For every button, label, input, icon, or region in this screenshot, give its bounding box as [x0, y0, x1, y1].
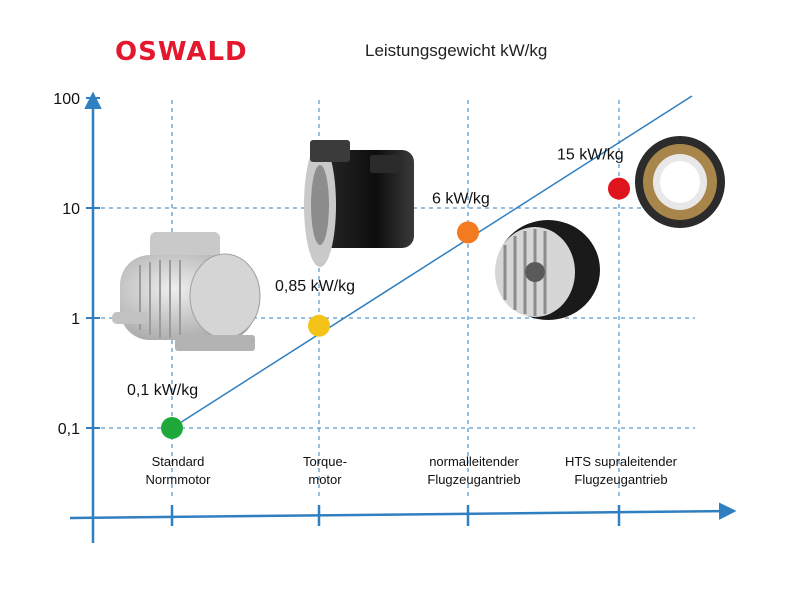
data-label: 6 kW/kg [432, 190, 490, 207]
x-axis [69, 502, 737, 520]
y-tick-label: 100 [53, 91, 80, 108]
aircraft-drive-image [495, 220, 600, 320]
brand-logo: OSWALD [115, 37, 248, 67]
trend-line [171, 95, 693, 429]
data-label: 15 kW/kg [557, 147, 624, 164]
trend-layer [171, 95, 693, 429]
data-point [161, 417, 183, 439]
y-tick-layer: 0,1 1 10 100 [53, 91, 100, 438]
data-point [308, 314, 330, 337]
x-category-label: HTS supraleitender [565, 454, 678, 469]
x-category-label: Normmotor [145, 472, 211, 487]
x-category-label: normalleitender [429, 454, 519, 469]
x-category-label: motor [308, 472, 342, 487]
point-layer: 0,1 kW/kg 0,85 kW/kg 6 kW/kg 15 kW/kg [127, 147, 630, 439]
standard-motor-image [112, 232, 261, 351]
torque-motor-image [304, 140, 414, 267]
hts-motor-image [635, 136, 725, 228]
data-label: 0,1 kW/kg [127, 382, 198, 399]
chart-title: Leistungsgewicht kW/kg [365, 41, 547, 60]
data-label: 0,85 kW/kg [275, 278, 355, 295]
data-point [457, 221, 479, 244]
y-tick-label: 1 [71, 311, 80, 328]
x-category-label: Standard [152, 454, 205, 469]
data-point [608, 177, 630, 200]
x-category-label: Flugzeugantrieb [574, 472, 667, 487]
y-tick-label: 0,1 [58, 421, 80, 438]
x-category-label: Flugzeugantrieb [427, 472, 520, 487]
x-category-label: Torque- [303, 454, 347, 469]
y-tick-label: 10 [62, 201, 80, 218]
